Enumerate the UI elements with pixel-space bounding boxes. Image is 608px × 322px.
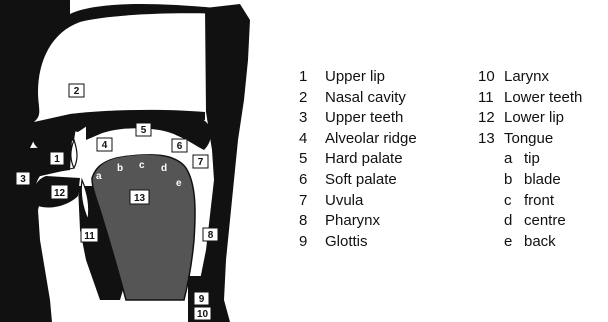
label-box-4: 4	[97, 138, 112, 151]
label-box-10: 10	[194, 307, 211, 320]
svg-text:5: 5	[141, 125, 147, 136]
svg-text:13: 13	[134, 193, 146, 204]
svg-text:7: 7	[198, 157, 204, 168]
tongue-letter-e: e	[176, 178, 182, 189]
label-box-6: 6	[172, 139, 187, 152]
label-box-9: 9	[194, 292, 209, 305]
svg-text:2: 2	[74, 86, 80, 97]
svg-text:8: 8	[208, 230, 214, 241]
tongue-letter-d: d	[161, 163, 167, 174]
label-box-3: 3	[16, 172, 30, 185]
svg-text:12: 12	[54, 188, 66, 199]
label-box-5: 5	[136, 123, 151, 136]
label-box-13: 13	[130, 190, 149, 204]
svg-text:3: 3	[20, 174, 26, 185]
svg-text:4: 4	[102, 140, 108, 151]
tongue-letter-b: b	[117, 163, 123, 174]
label-box-8: 8	[203, 228, 218, 241]
svg-text:1: 1	[54, 154, 60, 165]
label-box-7: 7	[193, 155, 208, 168]
label-box-11: 11	[81, 228, 98, 242]
svg-text:11: 11	[84, 231, 95, 242]
tongue-letter-c: c	[139, 160, 145, 171]
tongue-letter-a: a	[96, 171, 102, 182]
svg-text:10: 10	[197, 309, 209, 320]
label-box-12: 12	[51, 185, 68, 199]
label-box-1: 1	[50, 152, 64, 165]
svg-text:9: 9	[199, 294, 205, 305]
vocal-tract-diagram: 2 1 3 4 5 6 7 12 13 11 8 9	[0, 0, 290, 322]
label-box-2: 2	[69, 84, 84, 97]
svg-text:6: 6	[177, 141, 183, 152]
upper-tooth	[71, 140, 77, 168]
